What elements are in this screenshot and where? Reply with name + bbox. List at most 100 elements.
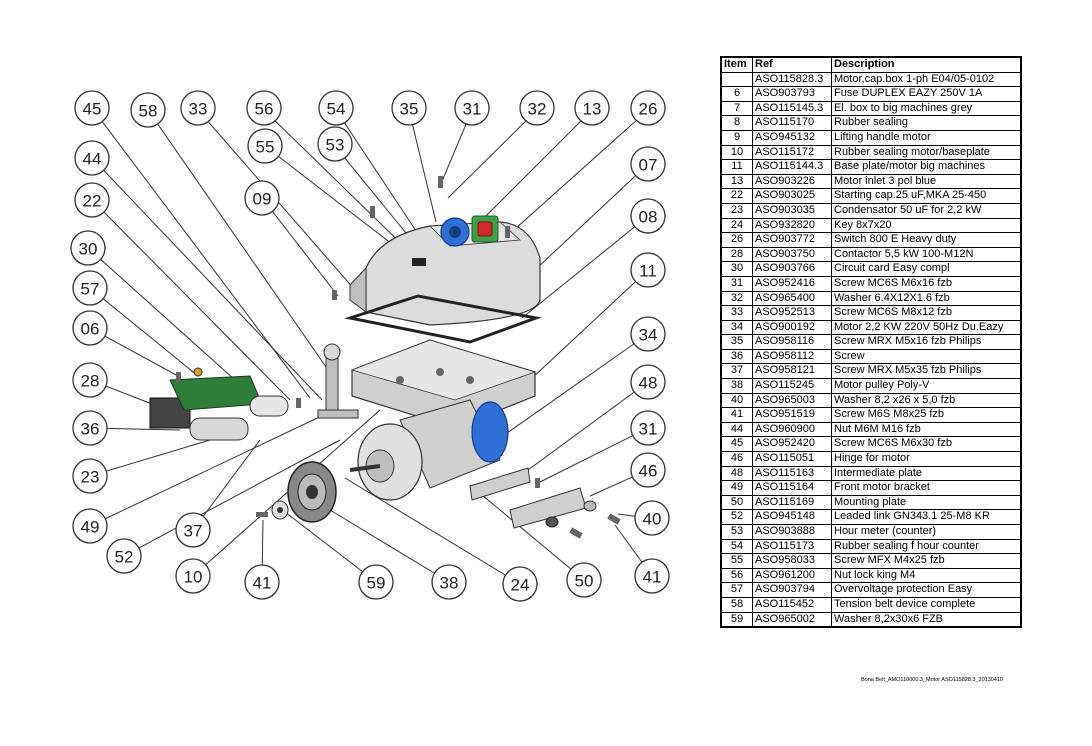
callout-number: 10 [184, 568, 203, 587]
callout-41: 41 [244, 564, 280, 600]
callout-number: 52 [115, 548, 134, 567]
cell-ref: ASO952513 [752, 305, 832, 321]
cell-item: 6 [720, 86, 753, 102]
cell-item: 30 [720, 261, 753, 277]
cell-item: 23 [720, 202, 753, 219]
callout-number: 55 [256, 138, 275, 157]
cell-item: 57 [720, 582, 753, 598]
cell-description: Washer 6.4X12X1.6 fzb [831, 290, 1022, 307]
cell-item: 31 [720, 275, 753, 292]
callout-circle [175, 512, 211, 548]
cell-description: Rubber sealing motor/baseplate [831, 144, 1022, 161]
cell-item: 56 [720, 567, 753, 584]
run-capacitor [249, 395, 289, 417]
cell-item: 9 [720, 129, 753, 146]
cell-item: 50 [720, 494, 753, 511]
callout-circle [244, 564, 280, 600]
cell-ref: ASO903750 [752, 246, 832, 263]
callout-34: 34 [630, 316, 666, 352]
cell-description: Screw MFX M4x25 fzb [831, 553, 1022, 569]
callout-58: 58 [130, 92, 166, 128]
cell-item: 10 [720, 144, 753, 161]
callout-circle [318, 90, 354, 126]
cell-description: Fuse DUPLEX EAZY 250V 1A [831, 86, 1022, 102]
cell-item: 26 [720, 232, 753, 248]
callout-number: 22 [83, 192, 102, 211]
cell-description: Hinge for motor [831, 451, 1022, 467]
lifting-handle [317, 343, 359, 419]
callout-circle [630, 252, 666, 288]
cell-ref: ASO115169 [752, 494, 832, 511]
cell-description: Screw M6S M8x25 fzb [831, 407, 1022, 423]
cell-ref: ASO115051 [752, 451, 832, 467]
callout-07: 07 [630, 146, 666, 182]
cell-ref: ASO958116 [752, 334, 832, 350]
callout-number: 37 [184, 522, 203, 541]
callout-number: 34 [639, 326, 658, 345]
table-header-row: Item Ref Description [720, 56, 1022, 73]
callout-circle [566, 562, 602, 598]
callout-circle [630, 146, 666, 182]
cell-item: 33 [720, 305, 753, 321]
callout-circle [574, 90, 610, 126]
cell-item: 28 [720, 246, 753, 263]
callout-circle [175, 558, 211, 594]
callout-38: 38 [431, 564, 467, 600]
cell-description: Washer 8,2 x26 x 5,0 fzb [831, 392, 1022, 409]
callout-number: 49 [81, 518, 100, 537]
cell-ref: ASO945148 [752, 509, 832, 525]
callout-circle [74, 140, 110, 176]
cell-description: Tension belt device complete [831, 596, 1022, 613]
cell-description: Switch 800 E Heavy duty [831, 232, 1022, 248]
callout-48: 48 [630, 364, 666, 400]
cell-ref: ASO903888 [752, 524, 832, 540]
cell-item: 7 [720, 100, 753, 117]
cell-item: 44 [720, 421, 753, 438]
cell-ref: ASO965002 [752, 611, 832, 628]
callout-26: 26 [630, 90, 666, 126]
cell-ref: ASO960900 [752, 421, 832, 438]
callout-circle [502, 566, 538, 602]
cell-item: 46 [720, 451, 753, 467]
cell-ref: ASO903226 [752, 173, 832, 190]
cell-description: Base plate/motor big machines [831, 159, 1022, 175]
cell-ref: ASO958033 [752, 553, 832, 569]
cell-description: Screw [831, 348, 1022, 365]
cell-item: 32 [720, 290, 753, 307]
cell-ref: ASO903794 [752, 582, 832, 598]
cell-ref: ASO961200 [752, 567, 832, 584]
cell-item: 54 [720, 538, 753, 555]
callout-44: 44 [74, 140, 110, 176]
callout-number: 08 [639, 208, 658, 227]
cell-ref: ASO965003 [752, 392, 832, 409]
mounting-brackets [469, 467, 621, 539]
callout-circle [74, 182, 110, 218]
cell-description: Motor pulley Poly-V [831, 378, 1022, 394]
callout-41: 41 [634, 558, 670, 594]
cell-ref: ASO115452 [752, 596, 832, 613]
callout-number: 40 [643, 510, 662, 529]
callout-36: 36 [72, 410, 108, 446]
callout-circle [72, 410, 108, 446]
callout-number: 59 [367, 574, 386, 593]
callout-32: 32 [519, 90, 555, 126]
motor-blue-end-cap [471, 401, 509, 463]
cell-ref: ASO900192 [752, 319, 832, 336]
